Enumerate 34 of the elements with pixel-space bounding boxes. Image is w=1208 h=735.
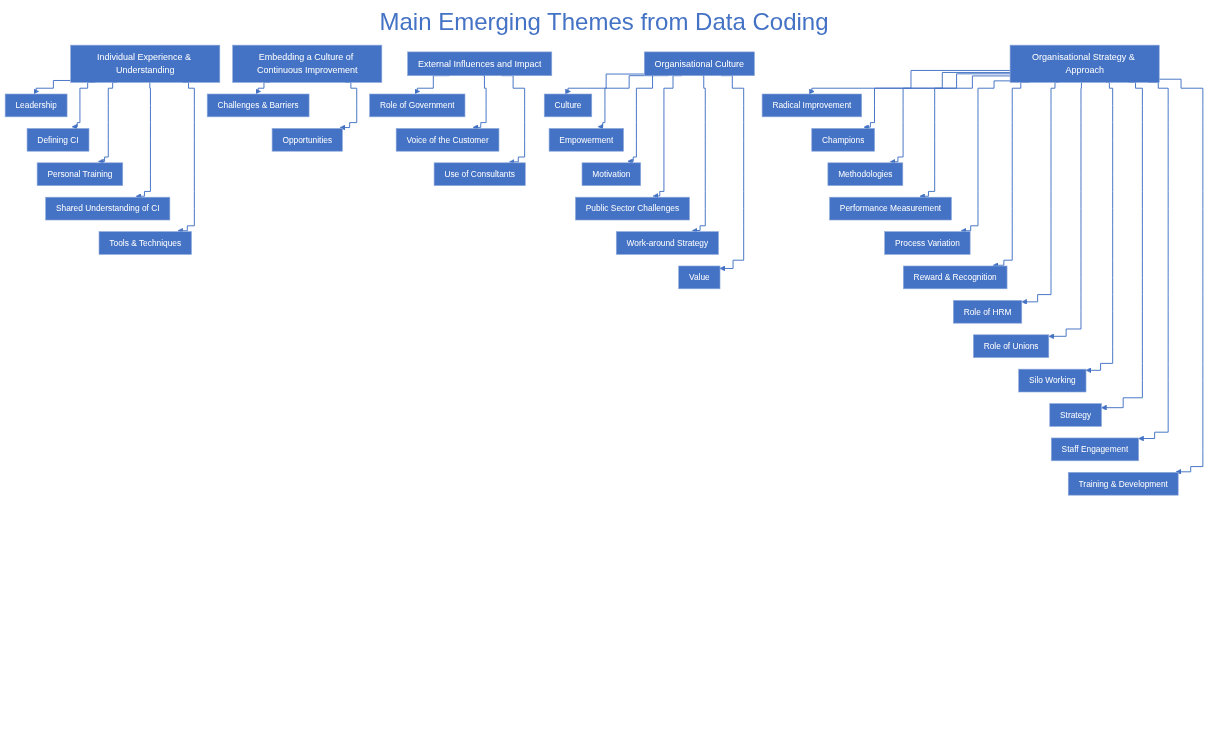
diagram-title: Main Emerging Themes from Data Coding	[378, 8, 830, 36]
node-box: Training & Development	[1067, 472, 1179, 496]
node-box: Organisational Strategy & Approach	[1009, 44, 1160, 83]
node-box: Defining CI	[26, 128, 90, 152]
node-box: Voice of the Customer	[395, 128, 500, 152]
node-box: External Influences and Impact	[407, 51, 553, 76]
node-box: Individual Experience & Understanding	[70, 44, 221, 83]
node-box: Reward & Recognition	[903, 265, 1008, 290]
node-box: Empowerment	[548, 128, 624, 152]
node-box: Organisational Culture	[643, 51, 755, 76]
node-box: Champions	[811, 128, 875, 152]
node-box: Opportunities	[271, 128, 343, 152]
node-box: Personal Training	[36, 162, 124, 186]
node-box: Process Variation	[884, 231, 971, 255]
node-box: Culture	[543, 93, 593, 118]
node-box: Shared Understanding of CI	[45, 196, 171, 221]
node-box: Methodologies	[827, 162, 904, 186]
node-box: Work-around Strategy	[615, 231, 719, 255]
node-box: Use of Consultants	[433, 162, 526, 186]
node-box: Silo Working	[1018, 368, 1087, 393]
node-box: Motivation	[581, 162, 641, 186]
node-box: Role of Unions	[973, 334, 1050, 358]
node-box: Challenges & Barriers	[206, 93, 310, 118]
node-box: Embedding a Culture of Continuous Improvement	[232, 44, 383, 83]
node-box: Performance Measurement	[829, 196, 952, 221]
node-box: Role of HRM	[953, 300, 1023, 324]
node-box: Public Sector Challenges	[575, 196, 690, 221]
node-box: Strategy	[1049, 403, 1102, 427]
node-box: Value	[678, 265, 721, 290]
node-box: Radical Improvement	[761, 93, 862, 118]
node-box: Leadership	[4, 93, 68, 118]
node-box: Staff Engagement	[1051, 437, 1139, 462]
node-box: Role of Government	[369, 93, 466, 118]
node-box: Tools & Techniques	[98, 231, 192, 255]
